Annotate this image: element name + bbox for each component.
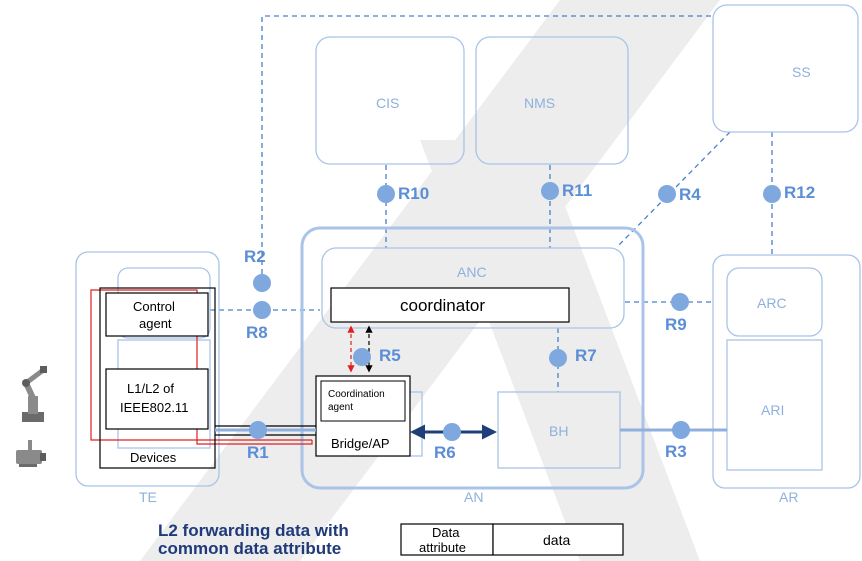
- coordinator-box: [330, 287, 570, 323]
- legend-data-cell: [492, 523, 624, 556]
- reference-point-dots: [249, 182, 781, 441]
- ari-label: ARI: [761, 402, 784, 418]
- r2-dot: [253, 274, 271, 292]
- nms-label: NMS: [524, 95, 555, 111]
- reference-point-labels: R1 R2 R3 R4 R5 R6 R7 R8 R9 R10 R11 R12: [244, 181, 815, 462]
- devices-box: [99, 287, 216, 469]
- r1-dot: [249, 421, 267, 439]
- anc-label: ANC: [457, 264, 487, 280]
- l1l2-label: L1/L2 of IEEE802.11: [120, 381, 188, 415]
- nms-block: [475, 36, 629, 165]
- legend-data-label: data: [543, 532, 570, 548]
- r7-dot: [549, 349, 567, 367]
- r9-label: R9: [665, 315, 687, 334]
- legend-attribute-label: Data attribute: [419, 525, 466, 555]
- robot-arm-icon: [22, 366, 47, 422]
- ss-label: SS: [792, 64, 811, 80]
- arc-block: [726, 267, 823, 337]
- l1l2-box: [105, 368, 209, 430]
- anc-block: [321, 247, 625, 329]
- bridge-ap-label: Bridge/AP: [331, 436, 390, 451]
- coordination-agent-box: [320, 380, 406, 422]
- an-label: AN: [464, 489, 483, 505]
- te-red-path: [90, 289, 313, 445]
- r5-label: R5: [379, 346, 401, 365]
- cis-block: [315, 36, 465, 165]
- ss-block: [712, 4, 859, 133]
- r9-dot: [671, 293, 689, 311]
- legend-caption: L2 forwarding data with common data attr…: [158, 521, 354, 558]
- watermark: [140, 0, 720, 561]
- te-block: [75, 251, 220, 487]
- r1-label: R1: [247, 443, 269, 462]
- r11-label: R11: [562, 181, 592, 200]
- r10-label: R10: [398, 184, 429, 203]
- control-agent-box: [105, 292, 209, 337]
- r11-dot: [541, 182, 559, 200]
- r8-label: R8: [246, 323, 268, 342]
- devices-label: Devices: [130, 450, 177, 465]
- r4-dot: [658, 185, 676, 203]
- r12-dot: [763, 185, 781, 203]
- bh-label: BH: [549, 423, 568, 439]
- r6-label: R6: [434, 443, 456, 462]
- te-label: TE: [139, 489, 157, 505]
- r3-label: R3: [665, 442, 687, 461]
- r2-label: R2: [244, 247, 266, 266]
- ar-label: AR: [779, 489, 798, 505]
- r3-dot: [672, 421, 690, 439]
- ar-block: [712, 254, 861, 489]
- r10-dot: [377, 185, 395, 203]
- cis-label: CIS: [376, 95, 399, 111]
- r5-dot: [353, 348, 371, 366]
- r4-label: R4: [679, 185, 701, 204]
- coordination-agent-label: Coordination agent: [328, 389, 388, 413]
- ari-block: [726, 339, 823, 471]
- camera-icon: [16, 440, 46, 467]
- an-block: [300, 226, 645, 490]
- arc-label: ARC: [757, 295, 787, 311]
- r7-label: R7: [575, 346, 597, 365]
- coordinator-label: coordinator: [400, 296, 485, 315]
- r6-dot: [443, 423, 461, 441]
- r12-label: R12: [784, 183, 815, 202]
- r8-dot: [253, 301, 271, 319]
- control-agent-label: Control agent: [133, 299, 179, 331]
